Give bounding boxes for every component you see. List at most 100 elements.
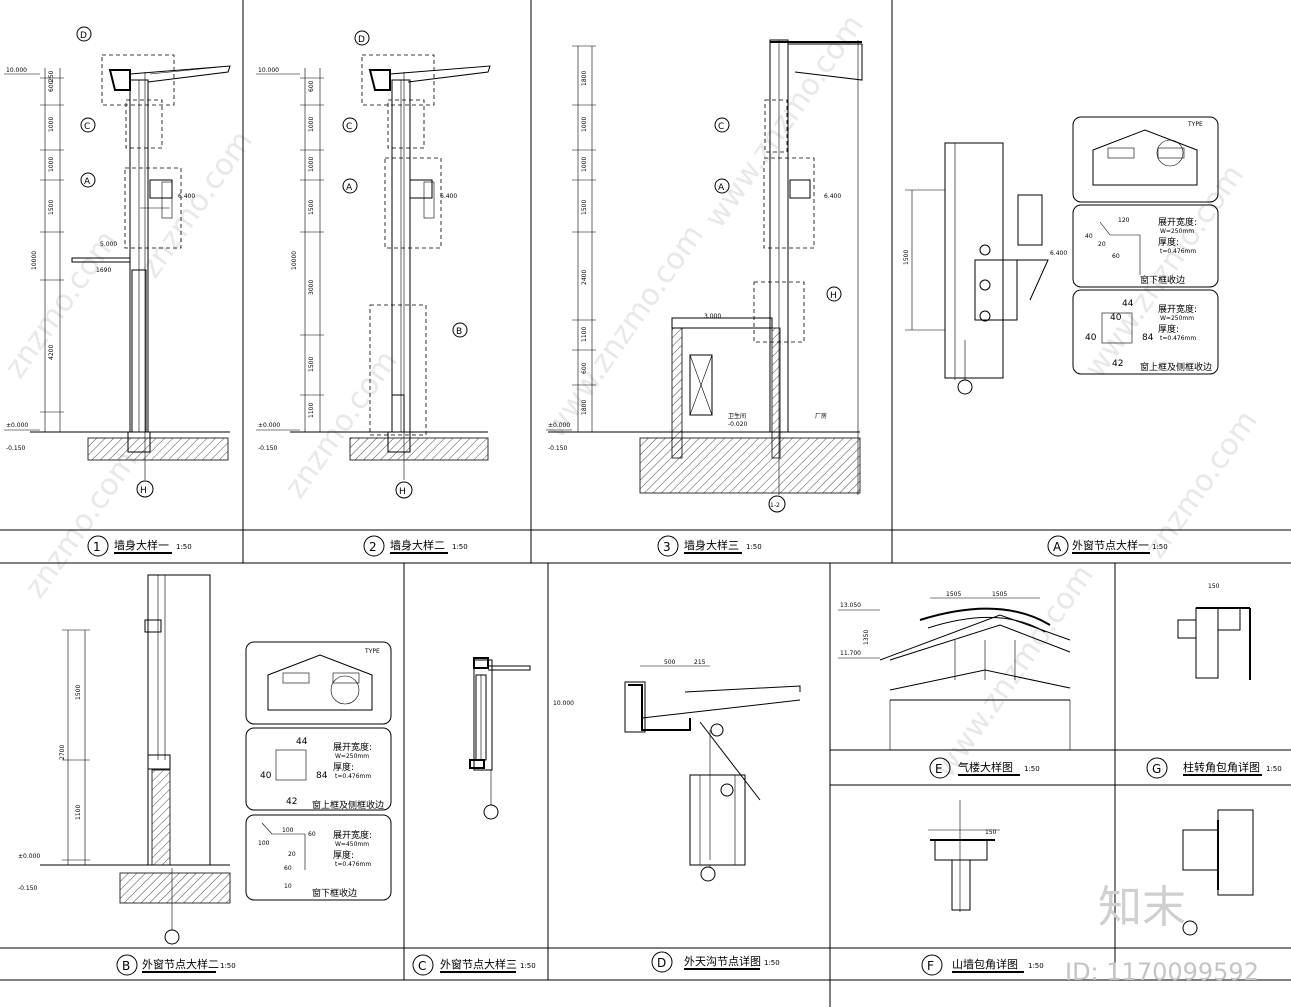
card-dim: 60	[1112, 253, 1120, 260]
level-label: 13.050	[840, 602, 861, 609]
card-dim: 120	[1118, 217, 1130, 224]
level-label: ±0.000	[548, 422, 570, 429]
panel-number: D	[657, 956, 666, 970]
panel-scale: 1:50	[176, 543, 192, 551]
panel-title: 柱转角包角详图	[1183, 760, 1260, 774]
wall-section-2: 600 1000 1000 1500 10000 3000 1500 1100 …	[256, 30, 491, 499]
card-dim: 100	[258, 840, 270, 847]
room-label: 厂房	[815, 412, 827, 420]
card-t: t=0.476mm	[1160, 248, 1196, 255]
panel-title: 气楼大样图	[958, 760, 1013, 774]
panel-scale: 1:50	[1028, 962, 1044, 970]
panel-title: 墙身大样一	[114, 538, 169, 552]
level-label: ±0.000	[18, 853, 40, 860]
card-dim: 20	[288, 851, 296, 858]
card-dim: 40	[1085, 233, 1093, 240]
panel-scale: 1:50	[520, 962, 536, 970]
dim-text: 1500	[581, 200, 588, 215]
watermark-text: znzmo.com	[18, 444, 145, 604]
card-caption: 窗下框收边	[1140, 274, 1185, 286]
watermark-text: znzmo.com	[278, 344, 405, 504]
card-dim: 44	[1122, 299, 1134, 309]
callout-C: C	[718, 122, 724, 132]
level-label: 10.000	[6, 67, 27, 74]
level-label: ±0.000	[258, 422, 280, 429]
panel-scale: 1:50	[1024, 765, 1040, 773]
card-dim: 60	[308, 831, 316, 838]
card-t: t=0.476mm	[1160, 335, 1196, 342]
card-dim: 84	[1142, 333, 1154, 343]
dim-text: 4200	[48, 345, 55, 360]
wall-section-1: 600 1000 1000 1500 10000 4200 250 10.000…	[4, 26, 231, 498]
panel-scale: 1:50	[746, 543, 762, 551]
dim-text: 1350	[863, 630, 870, 645]
window-node-C	[469, 657, 531, 820]
card-dim: 40	[1110, 313, 1122, 323]
panel-scale: 1:50	[220, 962, 236, 970]
dim-text: 1505	[992, 591, 1007, 598]
panel-title: 墙身大样二	[390, 538, 445, 552]
card-thick: 厚度:	[1158, 323, 1179, 335]
watermarks: znzmo.com znzmo.com znzmo.com znzmo.com …	[0, 8, 1265, 784]
dim-text: 1000	[308, 157, 315, 172]
dim-text: 1500	[903, 250, 910, 265]
card-dim: 10	[284, 883, 292, 890]
dim-text: 1000	[48, 117, 55, 132]
panel-title: 外窗节点大样三	[440, 957, 517, 971]
axis-label: 1-2	[770, 502, 780, 509]
watermark-text: znzmo.com	[1138, 404, 1265, 564]
dim-text: 150	[985, 829, 997, 836]
panel-number: 3	[663, 540, 671, 554]
level-label: -0.150	[18, 885, 38, 892]
level-label: 5.000	[100, 241, 117, 248]
dim-text: 2400	[581, 270, 588, 285]
card-dim: 60	[284, 865, 292, 872]
card-dim: 40	[1085, 333, 1097, 343]
watermark-text: www.znzmo.com	[1078, 158, 1251, 384]
dim-text: 600	[308, 80, 315, 92]
type-label: TYPE	[1187, 121, 1203, 128]
panel-number: 2	[369, 540, 377, 554]
card-width: W=250mm	[1160, 315, 1194, 322]
brand-text: 知末	[1098, 882, 1186, 933]
dim-text: 1000	[308, 117, 315, 132]
card-expand: 展开宽度:	[1158, 216, 1197, 228]
dim-text: 215	[694, 659, 706, 666]
card-dim: 44	[296, 737, 308, 747]
card-t: t=0.476mm	[335, 773, 371, 780]
panel-scale: 1:50	[1266, 765, 1282, 773]
level-label: 10.000	[258, 67, 279, 74]
level-label: -0.150	[258, 445, 278, 452]
dim-text: 1100	[308, 403, 315, 418]
level-label: 11.700	[840, 650, 861, 657]
axis-label: H	[399, 487, 406, 497]
dim-text: 1690	[96, 267, 111, 274]
axis-label: H	[140, 486, 147, 496]
dim-text: 1800	[581, 71, 588, 86]
level-label: 10.000	[553, 700, 574, 707]
level-label: 6.400	[178, 193, 195, 200]
card-dim: 20	[1098, 241, 1106, 248]
panel-title: 外窗节点大样一	[1072, 538, 1149, 552]
callout-A: A	[346, 183, 353, 193]
dim-text: 1100	[75, 805, 82, 820]
level-label: 6.400	[440, 193, 457, 200]
panel-titles: 1 墙身大样一 1:50 2 墙身大样二 1:50 3 墙身大样三 1:50 A…	[87, 535, 1282, 976]
card-width: W=450mm	[335, 841, 369, 848]
wall-section-3: 1800 1000 1000 1500 2400 1100 600 1800 ±…	[546, 39, 863, 513]
panel-scale: 1:50	[1152, 543, 1168, 551]
callout-A: A	[718, 183, 725, 193]
panel-number: 1	[93, 540, 101, 554]
dim-text: 250	[48, 70, 55, 82]
card-caption: 窗上框及侧框收边	[312, 799, 384, 811]
watermark-text: znzmo.com	[0, 224, 125, 384]
dim-text: 1000	[48, 157, 55, 172]
roof-vent-E: 1505 1505 13.050 11.700 1350	[838, 591, 1071, 750]
card-t: t=0.476mm	[335, 861, 371, 868]
level-label: -0.150	[548, 445, 568, 452]
panel-scale: 1:50	[452, 543, 468, 551]
dim-text: 1500	[308, 200, 315, 215]
level-label: ±0.000	[6, 422, 28, 429]
